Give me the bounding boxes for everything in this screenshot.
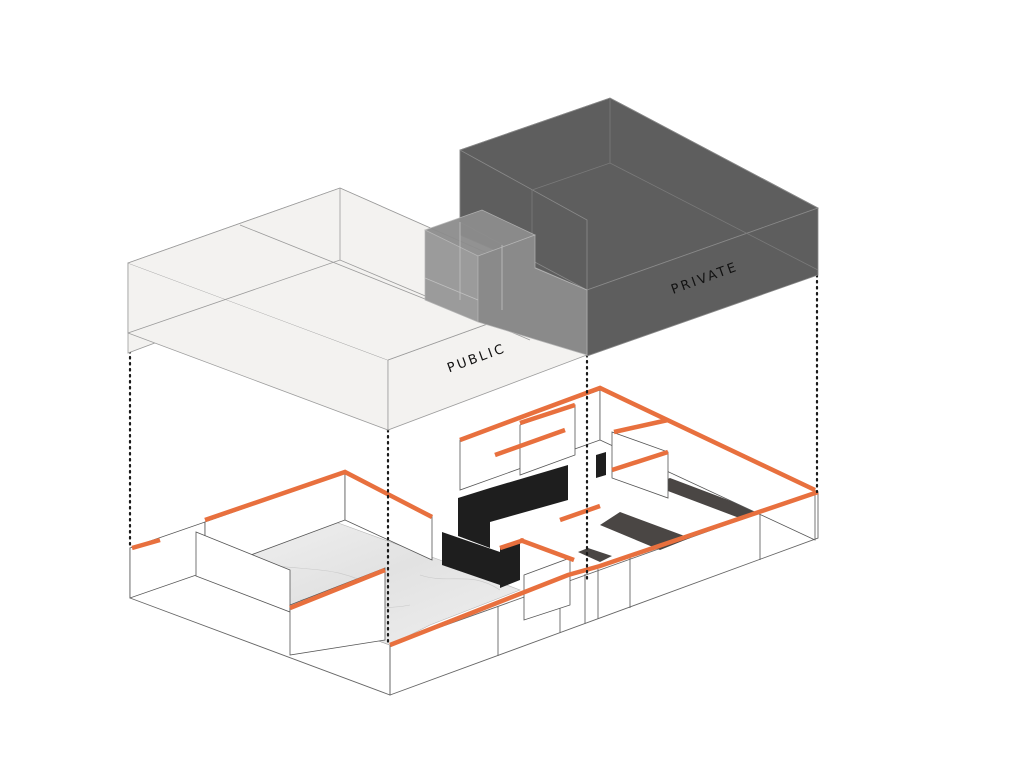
private-volume xyxy=(424,97,819,357)
overlap-block-right xyxy=(477,234,588,356)
wood-floor-b xyxy=(652,478,760,519)
floor-plan xyxy=(129,385,819,696)
wall-faces xyxy=(129,387,816,656)
cut-walls xyxy=(131,385,819,648)
dark-partitions xyxy=(442,452,606,588)
wood-floor-a xyxy=(600,512,690,550)
projection-lines xyxy=(128,273,819,647)
overlap-block-edges xyxy=(424,222,503,310)
wood-floor-c xyxy=(578,548,612,562)
